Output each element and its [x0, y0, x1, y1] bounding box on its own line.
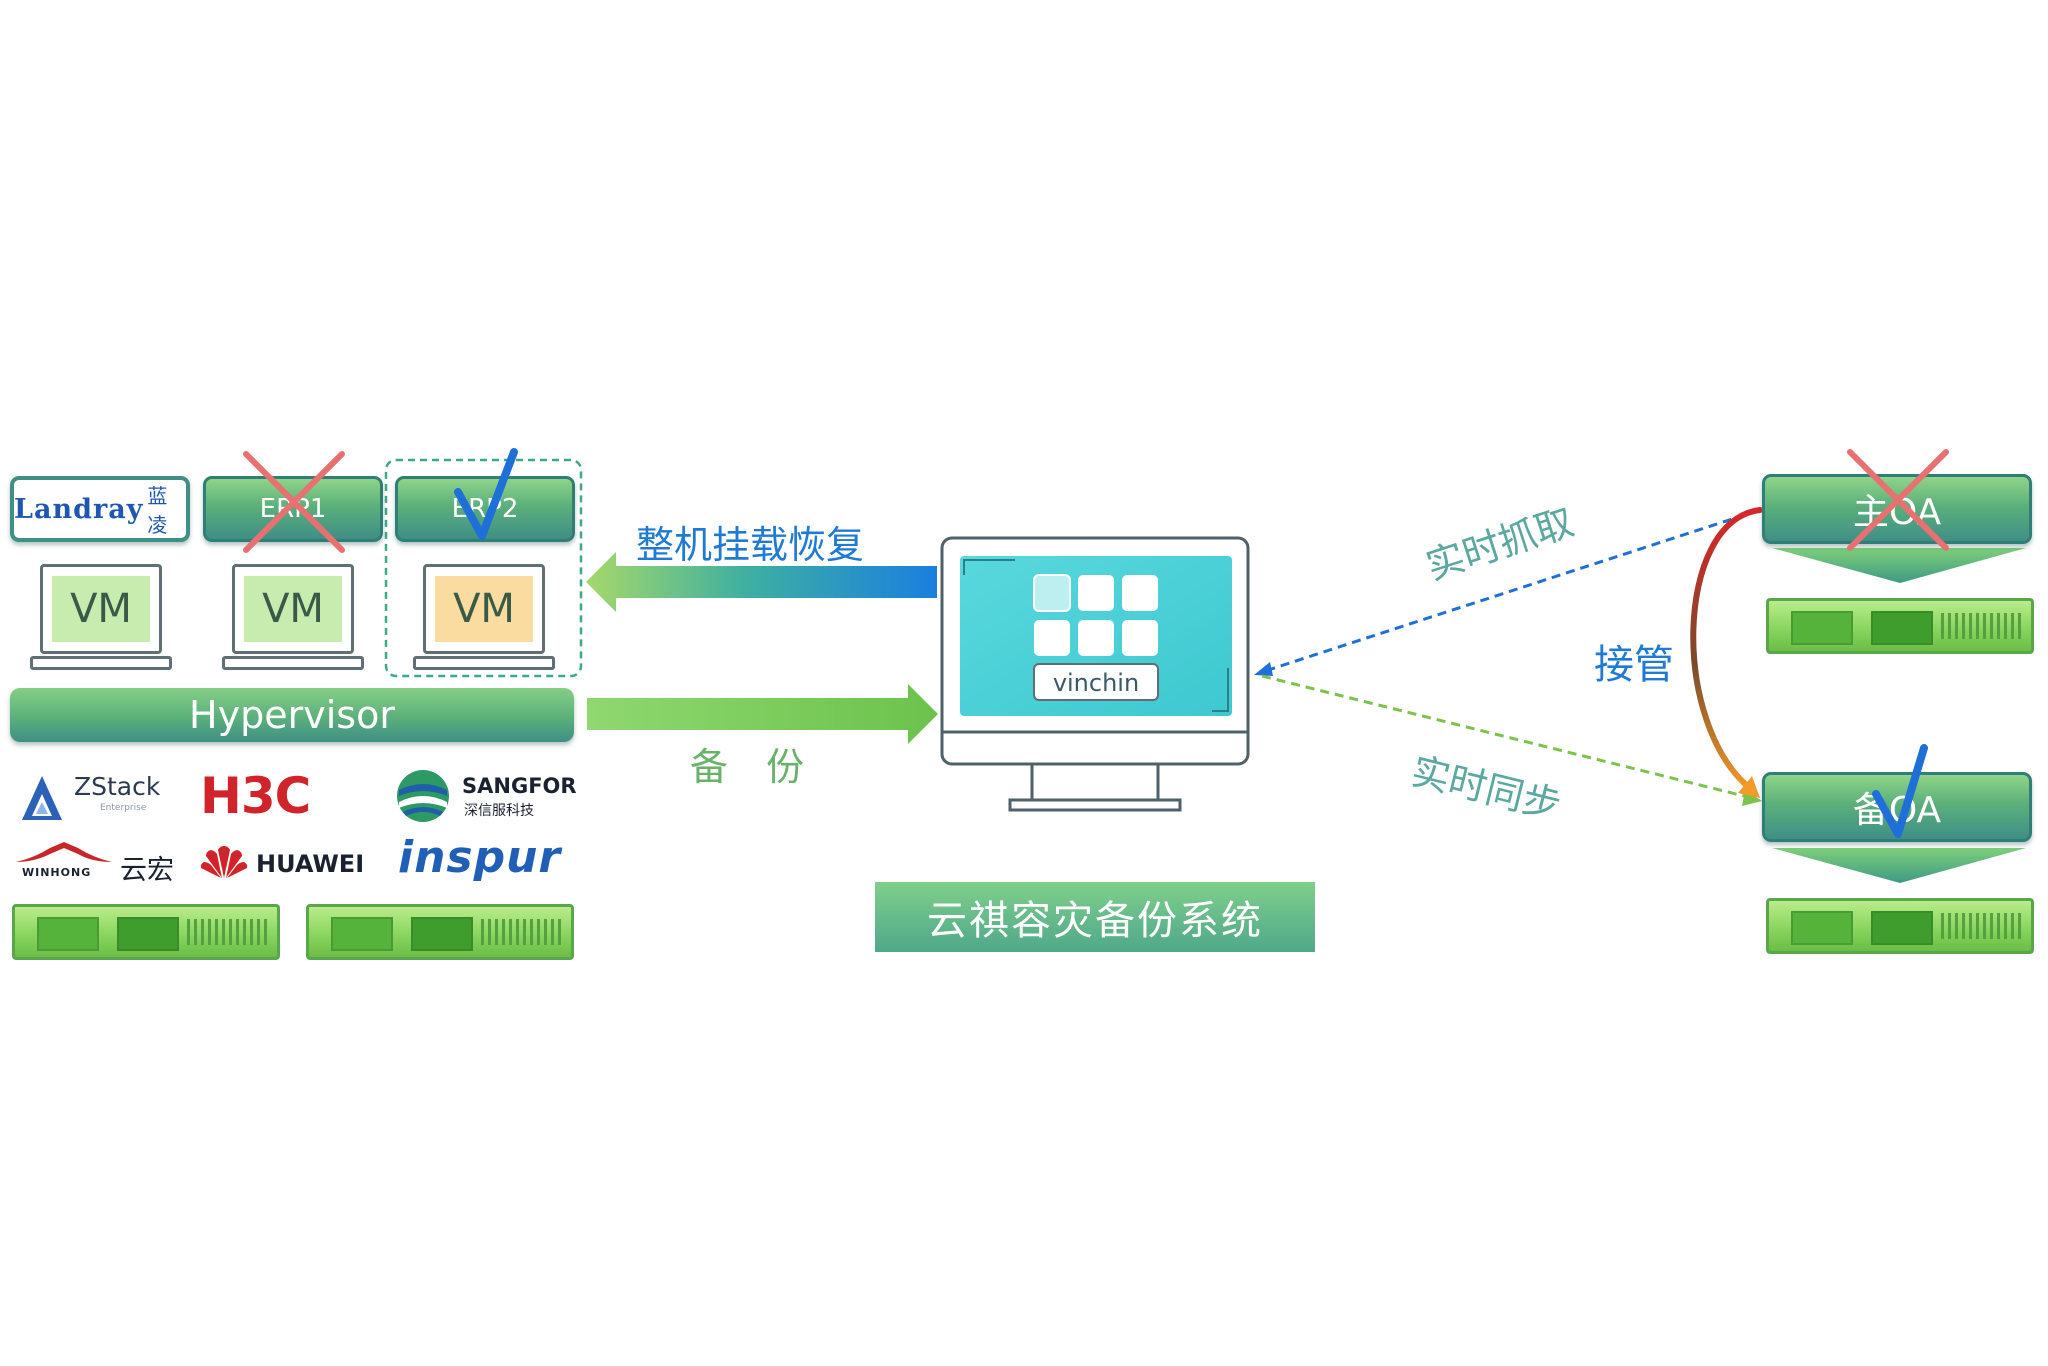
backup-label: 备 份 — [690, 745, 805, 789]
server-vents — [481, 919, 561, 945]
landray-brand: Landray — [14, 493, 144, 525]
server-vents — [1941, 613, 2021, 639]
inspur-logo: inspur — [398, 832, 562, 883]
sangfor-globe-icon — [397, 770, 449, 822]
sangfor-text: SANGFOR — [462, 774, 577, 798]
zstack-text: ZStack — [74, 772, 161, 801]
primary-oa-tab[interactable]: 主OA — [1762, 474, 2032, 544]
vm-label: VM — [52, 576, 150, 642]
takeover-curve — [1690, 507, 1763, 798]
restore-label: 整机挂载恢复 — [636, 523, 865, 567]
erp2-tab[interactable]: ERP2 — [395, 476, 575, 542]
winhong-logo: WINHONG 云宏 — [14, 840, 194, 886]
vinchin-monitor — [940, 536, 1250, 812]
zstack-sub: Enterprise — [100, 803, 147, 813]
vm-landray[interactable]: VM — [30, 564, 172, 674]
zstack-icon — [22, 776, 62, 820]
left-server-2[interactable] — [306, 904, 574, 960]
capture-line — [1254, 508, 1761, 676]
laptop-base — [222, 656, 364, 670]
vm-label: VM — [244, 576, 342, 642]
primary-oa-chevron — [1772, 548, 2026, 583]
server-vents — [187, 919, 267, 945]
standby-oa-server[interactable] — [1766, 898, 2034, 954]
winhong-text: WINHONG — [22, 866, 92, 879]
standby-oa-chevron — [1772, 848, 2026, 883]
takeover-label: 接管 — [1594, 642, 1674, 688]
server-vents — [1941, 913, 2021, 939]
sangfor-logo: SANGFOR 深信服科技 — [394, 768, 577, 826]
landray-brand-cn: 蓝凌 — [147, 484, 168, 537]
laptop-base — [413, 656, 555, 670]
erp2-label: ERP2 — [451, 494, 519, 524]
backup-arrow — [587, 684, 938, 744]
left-server-1[interactable] — [12, 904, 280, 960]
sangfor-cn: 深信服科技 — [464, 803, 534, 819]
erp1-label: ERP1 — [259, 494, 327, 524]
vm-erp2[interactable]: VM — [413, 564, 555, 674]
huawei-petals-icon — [200, 846, 248, 878]
huawei-logo: HUAWEI — [200, 844, 380, 884]
system-name-box: 云祺容灾备份系统 — [875, 882, 1315, 952]
primary-oa-server[interactable] — [1766, 598, 2034, 654]
h3c-logo: H3C — [200, 767, 311, 825]
vm-erp1[interactable]: VM — [222, 564, 364, 674]
standby-oa-tab[interactable]: 备OA — [1762, 772, 2032, 842]
zstack-logo: ZStack Enterprise — [20, 770, 180, 826]
restore-arrow — [586, 552, 937, 612]
vinchin-brand: vinchin — [1052, 669, 1140, 697]
laptop-base — [30, 656, 172, 670]
vm-label: VM — [435, 576, 533, 642]
erp1-tab[interactable]: ERP1 — [203, 476, 383, 542]
winhong-cn: 云宏 — [120, 855, 174, 886]
primary-oa-label: 主OA — [1852, 492, 1942, 533]
standby-oa-label: 备OA — [1852, 790, 1942, 831]
landray-tab[interactable]: Landray 蓝凌 — [10, 476, 190, 542]
huawei-text: HUAWEI — [256, 850, 365, 878]
winhong-icon — [16, 842, 112, 862]
hypervisor-bar: Hypervisor — [10, 688, 574, 742]
